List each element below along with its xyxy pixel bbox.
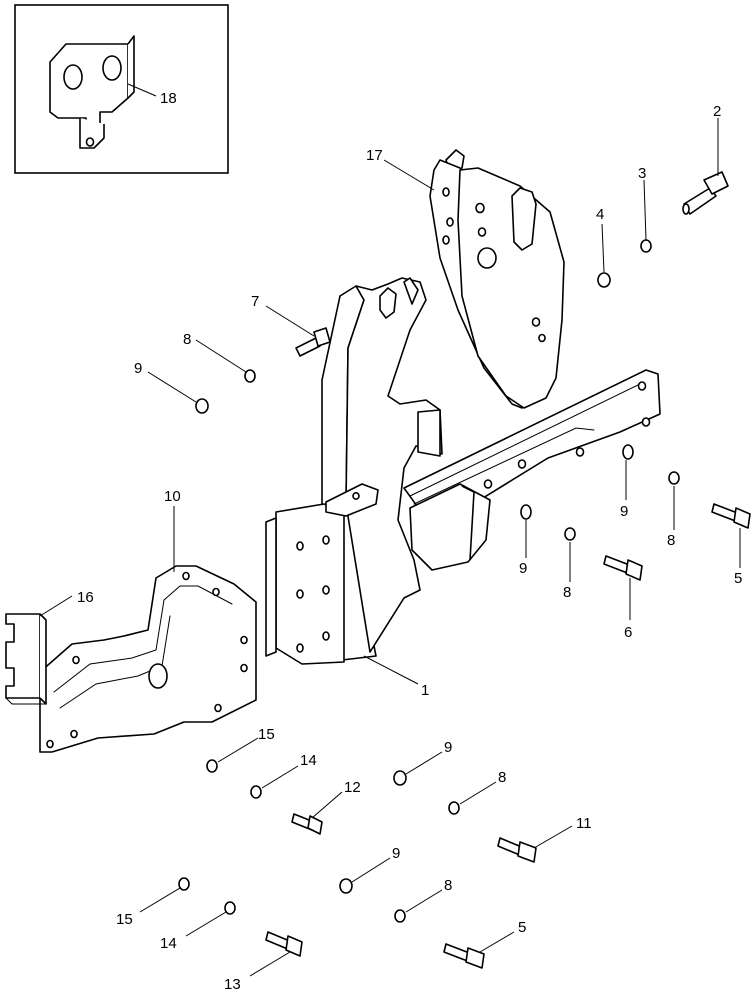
washer-9-lower-b bbox=[339, 878, 353, 894]
callout-16: 16 bbox=[77, 589, 94, 606]
washer-14-upper bbox=[250, 785, 262, 799]
washer-9-lower-a bbox=[393, 770, 407, 786]
part-18-plate bbox=[49, 35, 135, 149]
callout-12: 12 bbox=[344, 779, 361, 796]
callout-3: 3 bbox=[638, 165, 646, 182]
bolt-12 bbox=[291, 813, 323, 835]
callout-13: 13 bbox=[224, 976, 241, 993]
callout-9-lower-b: 9 bbox=[392, 845, 400, 862]
bolt-6 bbox=[603, 555, 643, 581]
callout-5-lower: 5 bbox=[518, 919, 526, 936]
callout-8-right: 8 bbox=[667, 532, 675, 549]
callout-8-lower-a: 8 bbox=[498, 769, 506, 786]
bolt-2 bbox=[682, 171, 729, 215]
washer-9-mid bbox=[520, 504, 532, 520]
callout-11: 11 bbox=[576, 815, 592, 832]
washer-14-lower bbox=[224, 901, 236, 915]
callout-8-mid: 8 bbox=[563, 584, 571, 601]
callout-9-right: 9 bbox=[620, 503, 628, 520]
washer-3 bbox=[640, 239, 652, 253]
callout-6: 6 bbox=[624, 624, 632, 641]
washer-9-right bbox=[622, 444, 634, 460]
callout-9-mid: 9 bbox=[519, 560, 527, 577]
washer-4 bbox=[597, 272, 611, 288]
callout-1: 1 bbox=[421, 682, 429, 699]
callout-9-upper: 9 bbox=[134, 360, 142, 377]
washer-8-lower-b bbox=[394, 909, 406, 923]
washer-8-lower-a bbox=[448, 801, 460, 815]
washer-9-upper bbox=[195, 398, 209, 414]
part-1-frame bbox=[265, 277, 661, 665]
callout-7: 7 bbox=[251, 293, 259, 310]
leader-lines bbox=[39, 83, 741, 977]
bolt-7 bbox=[295, 327, 331, 357]
bolt-5-lower bbox=[443, 943, 485, 969]
callout-9-lower-a: 9 bbox=[444, 739, 452, 756]
inset-frame bbox=[14, 4, 229, 174]
callout-8-upper: 8 bbox=[183, 331, 191, 348]
callout-15-upper: 15 bbox=[258, 726, 275, 743]
callout-14-lower: 14 bbox=[160, 935, 177, 952]
callout-14-upper: 14 bbox=[300, 752, 317, 769]
callout-17: 17 bbox=[366, 147, 383, 164]
washer-8-upper bbox=[244, 369, 256, 383]
washer-15-upper bbox=[206, 759, 218, 773]
callout-2: 2 bbox=[713, 103, 721, 120]
callout-labels: 18 17 2 3 4 7 8 9 10 16 1 9 8 5 9 8 6 15… bbox=[77, 90, 742, 993]
washer-15-lower bbox=[178, 877, 190, 891]
callout-18: 18 bbox=[160, 90, 177, 107]
bolt-5-upper bbox=[711, 503, 751, 529]
bolt-13 bbox=[265, 931, 303, 957]
washer-8-mid bbox=[564, 527, 576, 541]
callout-10: 10 bbox=[164, 488, 181, 505]
part-16-clip bbox=[5, 613, 47, 705]
bolt-11 bbox=[497, 837, 537, 863]
callout-8-lower-b: 8 bbox=[444, 877, 452, 894]
callout-4: 4 bbox=[596, 206, 604, 223]
washer-8-right bbox=[668, 471, 680, 485]
part-10-bracket bbox=[39, 565, 257, 753]
part-17-bracket bbox=[429, 149, 565, 409]
callout-15-lower: 15 bbox=[116, 911, 133, 928]
callout-5-upper: 5 bbox=[734, 570, 742, 587]
